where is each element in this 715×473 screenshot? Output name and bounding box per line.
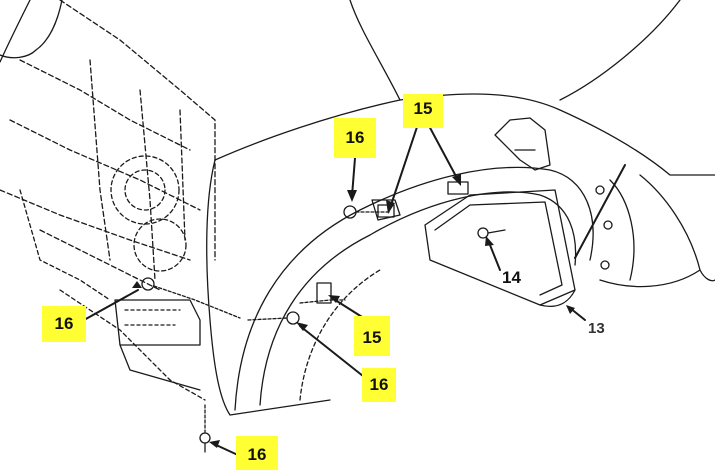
fender-front-edge [206, 159, 331, 416]
bolt-icon-bottom [199, 404, 211, 453]
bolt-icon-top [343, 199, 401, 221]
callout-16-bottom: 16 [236, 436, 278, 470]
hood-edge [0, 0, 63, 59]
lower-bracket [114, 299, 201, 391]
callout-15-mid: 15 [354, 316, 390, 356]
label-14: 14 [502, 268, 521, 287]
arrowheads [132, 174, 575, 448]
clip-icon-top-right [447, 181, 469, 195]
callout-16-top: 16 [334, 118, 376, 158]
splash-shield [424, 189, 576, 307]
bolt-icon-mid [247, 311, 300, 325]
hood-outline [0, 0, 31, 63]
wheel-liner-outer [234, 166, 594, 411]
callout-16-left: 16 [42, 306, 86, 342]
engine-round-port [110, 155, 180, 225]
clip-icon-top-left [377, 204, 395, 218]
callout-16-mid: 16 [362, 368, 396, 402]
wheel-liner-inner [259, 191, 577, 406]
fender-outline [214, 93, 715, 176]
label-13: 13 [588, 320, 605, 337]
bolt-icon-left [141, 277, 241, 319]
engine-compartment [0, 0, 216, 291]
callout-15-top: 15 [403, 94, 443, 128]
bolt-icon-14 [477, 227, 506, 239]
clip-icon-mid [316, 282, 332, 304]
